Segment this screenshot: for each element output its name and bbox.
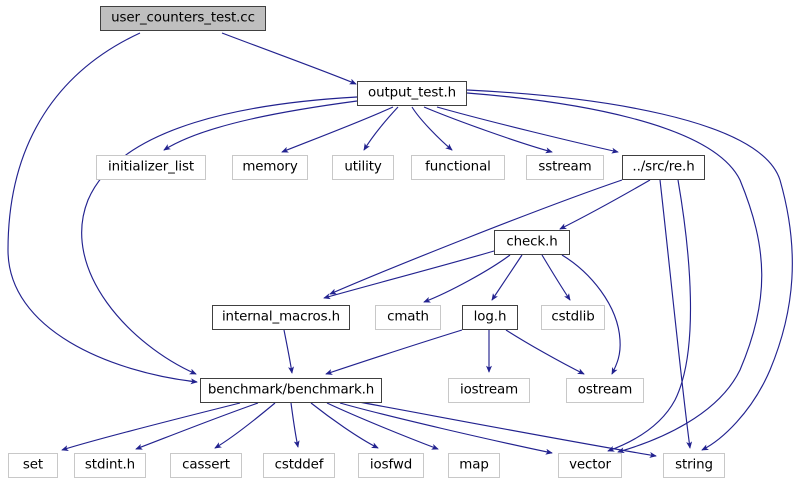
graph-node-iostream[interactable]: iostream [448,378,530,403]
graph-node-label: iosfwd [369,457,413,473]
graph-node-vector[interactable]: vector [558,453,622,478]
graph-node-string[interactable]: string [663,453,725,478]
graph-edge [505,329,585,375]
graph-edge [326,402,439,450]
graph-node-label: string [675,457,713,473]
graph-edge [423,254,511,303]
graph-edge [436,106,619,154]
graph-node-label: map [459,457,489,473]
graph-node-label: check.h [506,234,558,250]
graph-node-src_re[interactable]: ../src/re.h [622,155,705,180]
graph-edge [363,106,399,151]
graph-node-user_counters_test[interactable]: user_counters_test.cc [100,6,266,31]
graph-edge [607,179,692,452]
graph-node-internal_macros[interactable]: internal_macros.h [212,305,350,330]
graph-node-label: sstream [538,159,592,175]
graph-edge [163,100,358,151]
graph-node-label: memory [242,159,298,175]
graph-node-label: iostream [459,382,519,398]
graph-edge [423,106,553,154]
graph-node-label: ostream [577,382,633,398]
graph-edge [559,179,651,230]
graph-node-log[interactable]: log.h [462,305,518,330]
graph-node-output_test[interactable]: output_test.h [357,81,467,106]
graph-edge [347,399,657,458]
graph-node-cstddef[interactable]: cstddef [263,453,335,478]
graph-node-utility[interactable]: utility [332,155,394,180]
graph-edge [7,32,198,385]
graph-node-map[interactable]: map [448,453,500,478]
graph-node-label: functional [425,159,491,175]
graph-node-initializer_list[interactable]: initializer_list [96,155,206,180]
graph-node-label: vector [569,457,611,473]
graph-edge [659,179,693,449]
graph-edge [329,179,623,295]
graph-edge [325,329,463,375]
graph-node-label: ../src/re.h [632,159,695,175]
graph-edge [283,329,295,374]
graph-node-label: cassert [182,457,230,473]
graph-node-cstdlib[interactable]: cstdlib [541,305,605,330]
graph-node-check[interactable]: check.h [494,230,570,255]
graph-node-iosfwd[interactable]: iosfwd [358,453,424,478]
graph-edge [411,106,453,151]
graph-node-label: cmath [387,309,429,325]
graph-node-label: internal_macros.h [221,309,341,325]
graph-edge [339,402,553,455]
graph-edge [281,106,394,153]
graph-edge [323,250,495,300]
graph-node-benchmark[interactable]: benchmark/benchmark.h [200,378,382,403]
graph-edge [491,254,523,301]
graph-node-memory[interactable]: memory [232,155,308,180]
graph-node-label: stdint.h [84,457,136,473]
graph-node-label: output_test.h [367,85,457,101]
graph-node-label: cstddef [274,457,324,473]
graph-node-sstream[interactable]: sstream [526,155,604,180]
graph-node-label: cstdlib [551,309,595,325]
graph-edge [61,402,241,451]
graph-edge [221,32,357,85]
graph-node-label: benchmark/benchmark.h [207,382,375,398]
graph-edge [135,402,259,450]
graph-node-functional[interactable]: functional [411,155,505,180]
graph-edge [290,402,300,448]
graph-edge [541,254,571,301]
graph-node-label: user_counters_test.cc [111,10,255,26]
graph-node-stdint[interactable]: stdint.h [74,453,146,478]
graph-node-label: initializer_list [107,159,195,175]
graph-node-cmath[interactable]: cmath [375,305,441,330]
graph-node-label: log.h [473,309,507,325]
graph-node-label: set [22,457,44,473]
graph-node-label: utility [344,159,382,175]
graph-node-ostream[interactable]: ostream [566,378,644,403]
graph-node-set[interactable]: set [8,453,58,478]
graph-node-cassert[interactable]: cassert [170,453,242,478]
graph-edge [214,402,276,449]
graph-edge [310,402,379,449]
graph-edge [81,96,358,375]
